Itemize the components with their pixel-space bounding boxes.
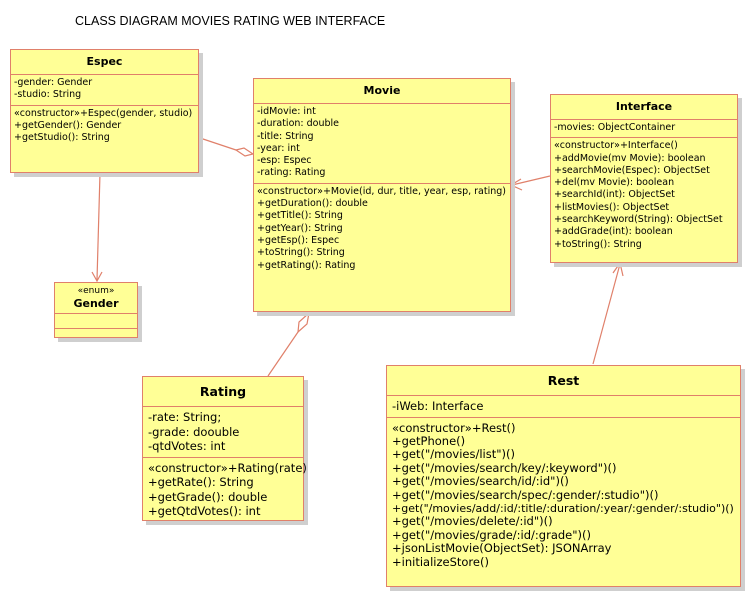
operation: +get("/movies/grade/:id/:grade")() [392,527,591,542]
operation: +listMovies(): ObjectSet [554,201,670,213]
enum-stereotype: «enum» [77,286,115,296]
operation: +searchId(int): ObjectSet [554,189,675,201]
attribute: -duration: double [257,118,340,130]
attribute: -idMovie: int [257,106,316,117]
class-name: Interface [551,95,737,120]
class-name: Espec [11,50,198,75]
operation: +get("/movies/search/id/:id")() [392,474,569,489]
attributes-section: -movies: ObjectContainer [551,120,737,139]
operation: +getDuration(): double [257,198,368,210]
operation: +get("/movies/add/:id/:title/:duration/:… [392,501,734,515]
espec-gender-association-line [96,172,101,281]
operation: +get("/movies/delete/:id")() [392,514,553,529]
espec-gender-arrowhead [91,271,103,283]
attribute: -year: int [257,142,300,154]
attributes-section: -idMovie: int -duration: double -title: … [254,104,510,184]
attributes-section: -gender: Gender -studio: String [11,75,198,106]
attribute: -esp: Espec [257,155,312,167]
operation: +getYear(): String [257,222,343,234]
attribute: -qtdVotes: int [148,439,226,453]
attribute: -gender: Gender [14,77,93,88]
interface-movie-arrowhead [509,178,523,191]
enum-gender: «enum» Gender [54,282,138,338]
operation: +searchKeyword(String): ObjectSet [554,214,723,226]
operations-section: «constructor»+Movie(id, dur, title, year… [254,184,510,275]
attributes-section: -iWeb: Interface [387,396,740,418]
operation: «constructor»+Rating(rate) [148,460,307,475]
operations-section: «constructor»+Interface() +addMovie(mv M… [551,138,737,254]
operations-section: «constructor»+Rest() +getPhone() +get("/… [387,418,740,572]
diagram-title: CLASS DIAGRAM MOVIES RATING WEB INTERFAC… [75,14,386,28]
operation: +addMovie(mv Movie): boolean [554,152,706,164]
attributes-section [55,314,137,329]
attribute: -rating: Rating [257,167,326,179]
operation: +searchMovie(Espec): ObjectSet [554,164,710,176]
attribute: -title: String [257,130,314,142]
operation: +get("/movies/search/key/:keyword")() [392,460,617,475]
attribute: -iWeb: Interface [392,399,484,413]
rest-interface-association-line [592,263,621,365]
operation: «constructor»+Espec(gender, studio) [14,107,193,119]
class-name: «enum» Gender [55,283,137,314]
attribute: -rate: String; [148,410,222,424]
class-interface: Interface -movies: ObjectContainer «cons… [550,94,738,263]
interface-movie-association-line [511,175,551,186]
espec-movie-aggregation-diamond [234,147,255,157]
operation: +toString(): String [257,247,345,259]
rating-movie-aggregation-diamond [297,311,310,334]
class-name: Rest [387,366,740,396]
rest-interface-arrowhead [612,261,624,277]
espec-movie-aggregation-line [199,137,237,151]
operation: +jsonListMovie(ObjectSet): JSONArray [392,541,612,556]
attributes-section: -rate: String; -grade: doouble -qtdVotes… [143,407,303,458]
class-rest: Rest -iWeb: Interface «constructor»+Rest… [386,365,741,587]
attribute: -grade: doouble [148,424,240,439]
operations-section: «constructor»+Rating(rate) +getRate(): S… [143,458,307,522]
operation: +del(mv Movie): boolean [554,177,675,189]
operation: +getGender(): Gender [14,119,122,131]
operation: «constructor»+Rest() [392,420,516,435]
class-name: Rating [143,377,303,407]
class-rating: Rating -rate: String; -grade: doouble -q… [142,376,307,522]
operation: +getPhone() [392,433,466,448]
operation: +getRating(): Rating [257,259,356,271]
operation: +getRate(): String [148,475,254,489]
operation: +getEsp(): Espec [257,234,340,246]
attribute: -movies: ObjectContainer [554,122,676,133]
operation: +getTitle(): String [257,210,343,222]
enum-name: Gender [73,297,119,310]
operations-section [55,329,137,343]
operations-section: «constructor»+Espec(gender, studio) +get… [11,106,198,148]
class-movie: Movie -idMovie: int -duration: double -t… [253,78,511,312]
rating-movie-aggregation-line [267,331,299,377]
operation: +getGrade(): double [148,489,268,504]
class-name: Movie [254,79,510,104]
operation: +get("/movies/search/spec/:gender/:studi… [392,487,659,502]
operation: «constructor»+Movie(id, dur, title, year… [257,185,506,197]
operation: +addGrade(int): boolean [554,226,673,238]
attribute: -studio: String [14,89,82,101]
operation: +getStudio(): String [14,132,110,144]
class-espec: Espec -gender: Gender -studio: String «c… [10,49,199,173]
operation: +get("/movies/list")() [392,447,515,462]
operation: +initializeStore() [392,554,489,569]
operation: +toString(): String [554,238,642,250]
operation: +getQtdVotes(): int [148,504,261,518]
operation: «constructor»+Interface() [554,140,678,152]
